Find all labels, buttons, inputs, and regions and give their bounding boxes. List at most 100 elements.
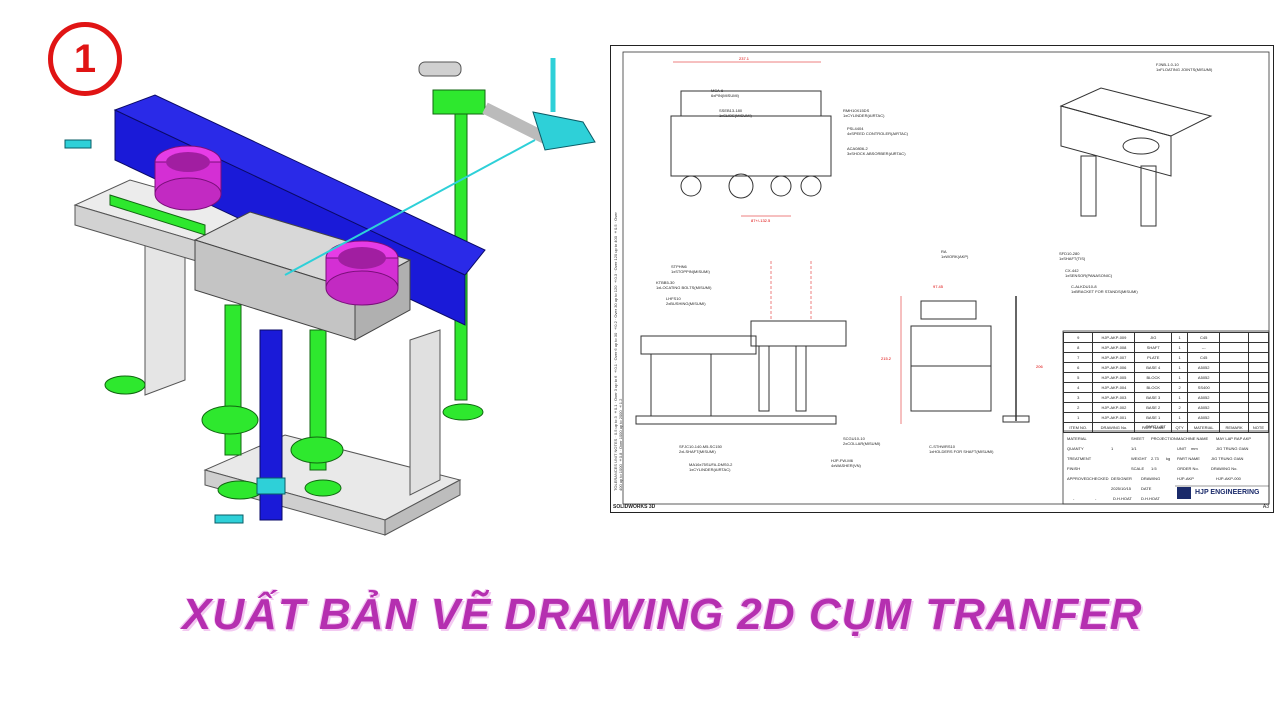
bom-cell: SS400 <box>1187 382 1221 393</box>
company-logo-icon <box>1177 487 1191 499</box>
bom-cell <box>1219 392 1249 403</box>
tb-quantity-value: 1 <box>1111 446 1114 451</box>
bom-cell <box>1247 352 1270 363</box>
bom-cell: HJP-AKP-006 <box>1092 362 1136 373</box>
bom-cell <box>1219 382 1249 393</box>
tb-partname-label: PART NAME <box>1177 456 1200 461</box>
bom-cell: 1 <box>1171 352 1189 363</box>
bom-cell: 2 <box>1171 382 1189 393</box>
drawing-sheet: TOLERANCES UNIT NOTES · 0.5 up to 3 ±0.1… <box>610 45 1274 513</box>
bom-cell <box>1219 342 1249 353</box>
bom-cell: 1 <box>1171 412 1189 423</box>
tb-scale-value: 1:5 <box>1151 466 1157 471</box>
bom-cell: HJP-AKP-005 <box>1092 372 1136 383</box>
tb-drawingno-value: HJP-AKP-000 <box>1216 476 1241 481</box>
tolerance-line: Over 6 up to 30 ±0.2 <box>613 321 618 361</box>
tb-material-label: MATERIAL <box>1067 436 1087 441</box>
bom-cell: 6 <box>1062 362 1094 373</box>
bom-cell: C45 <box>1187 352 1221 363</box>
tb-weight-unit: kg <box>1166 456 1171 461</box>
bom-cell: 2 <box>1062 402 1094 413</box>
dim-height: 215.2 <box>881 356 892 361</box>
bom-header-cell: QTY <box>1171 422 1189 433</box>
bom-cell: BASE 1 <box>1134 412 1173 423</box>
bom-cell: 5 <box>1062 372 1094 383</box>
dim-top: 97.45 <box>933 284 944 289</box>
tb-partname-value-2: JIG TRUNG GIAN <box>1216 446 1249 451</box>
bom-cell: BASE 2 <box>1134 402 1173 413</box>
company-name: HJP ENGINEERING <box>1195 489 1260 496</box>
bom-cell: --- <box>1187 342 1221 353</box>
tb-sheet-value: 1/1 <box>1131 446 1137 451</box>
bom-cell: C45 <box>1187 332 1221 343</box>
bom-cell: A5052 <box>1187 402 1221 413</box>
bom-cell: HJP-AKP-003 <box>1092 392 1136 403</box>
software-label: SOLIDWORKS 3D <box>613 504 656 510</box>
bom-cell <box>1247 332 1270 343</box>
tb-drawing-label: DRAWING <box>1141 476 1161 481</box>
bom-cell: HJP-AKP-007 <box>1092 352 1136 363</box>
bom-cell: 7 <box>1062 352 1094 363</box>
tb-treatment-label: TREATMENT <box>1067 456 1092 461</box>
step-number-badge: 1 <box>48 22 122 96</box>
badge-number: 1 <box>73 36 97 81</box>
bom-cell: 1 <box>1171 332 1189 343</box>
bom-cell <box>1219 372 1249 383</box>
bom-cell <box>1219 332 1249 343</box>
bom-header-cell: ITEM NO. <box>1062 422 1094 433</box>
bom-cell <box>1219 362 1249 373</box>
bom-cell: HJP-AKP-008 <box>1092 342 1136 353</box>
bom-cell: 2 <box>1171 402 1189 413</box>
bom-cell: 1 <box>1171 342 1189 353</box>
bom-cell: BLOCK <box>1134 382 1173 393</box>
bom-cell: JIG <box>1134 332 1173 343</box>
tb-machine-label: MACHINE NAME <box>1177 436 1209 441</box>
bom-cell: 1 <box>1062 412 1094 423</box>
tb-machine-value: MAY LAP RAP AKP <box>1216 436 1252 441</box>
bom-cell <box>1219 402 1249 413</box>
page-title: XUẤT BẢN VẼ DRAWING 2D CỤM TRANFER <box>182 590 1143 639</box>
bom-cell: 1 <box>1171 362 1189 373</box>
tb-drawer-value: D.H.HOAT <box>1141 496 1160 501</box>
bom-cell <box>1247 372 1270 383</box>
tb-unit-label: UNIT <box>1177 446 1187 451</box>
bom-header-cell: REMARK <box>1219 422 1249 433</box>
bom-caption: PART LIST <box>1146 424 1166 429</box>
tb-unit-value: mm <box>1191 446 1198 451</box>
tb-designer-label: DESIGNER <box>1111 476 1132 481</box>
tb-designer-value: D.H.HOAT <box>1113 496 1132 501</box>
tolerance-line: Over 120 up to 400 ±0.5 <box>613 224 618 271</box>
bom-header-cell: NOTE <box>1247 422 1270 433</box>
tb-scale-label: SCALE <box>1131 466 1145 471</box>
bom-cell: HJP-AKP-004 <box>1092 382 1136 393</box>
tolerance-line: Over 1000 up to 2000 ±1.2 <box>618 398 623 450</box>
tb-order-value: HJP-AKP <box>1177 476 1194 481</box>
bom-cell: BASE 4 <box>1134 362 1173 373</box>
bom-cell: 3 <box>1062 392 1094 403</box>
dim-shaft: 206 <box>1036 364 1043 369</box>
bom-cell: BLOCK <box>1134 372 1173 383</box>
bom-cell: 9 <box>1062 332 1094 343</box>
bom-cell <box>1219 352 1249 363</box>
tb-quantity-label: QUANTY <box>1067 446 1084 451</box>
